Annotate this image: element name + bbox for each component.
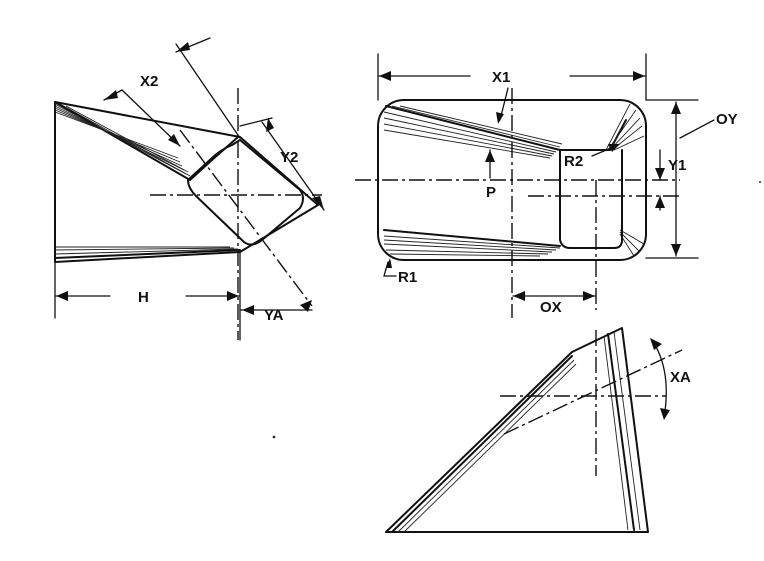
label-ox: OX [540,299,562,316]
bottom-view [385,327,683,533]
side-view [54,37,325,341]
side-view-outline [54,101,319,263]
label-r1: R1 [398,269,417,286]
label-y2: Y2 [280,149,298,166]
front-view [355,53,715,318]
side-view-insert [187,139,304,246]
label-p: P [486,184,496,201]
label-x2: X2 [140,73,158,90]
label-r2: R2 [564,153,583,170]
label-oy: OY [716,111,738,128]
label-ya: YA [264,307,284,324]
label-xa: XA [670,369,691,386]
bottom-view-outline [385,327,649,533]
label-x1: X1 [492,69,510,86]
front-view-insert [559,149,623,249]
label-h: H [138,289,149,306]
label-y1: Y1 [668,157,686,174]
